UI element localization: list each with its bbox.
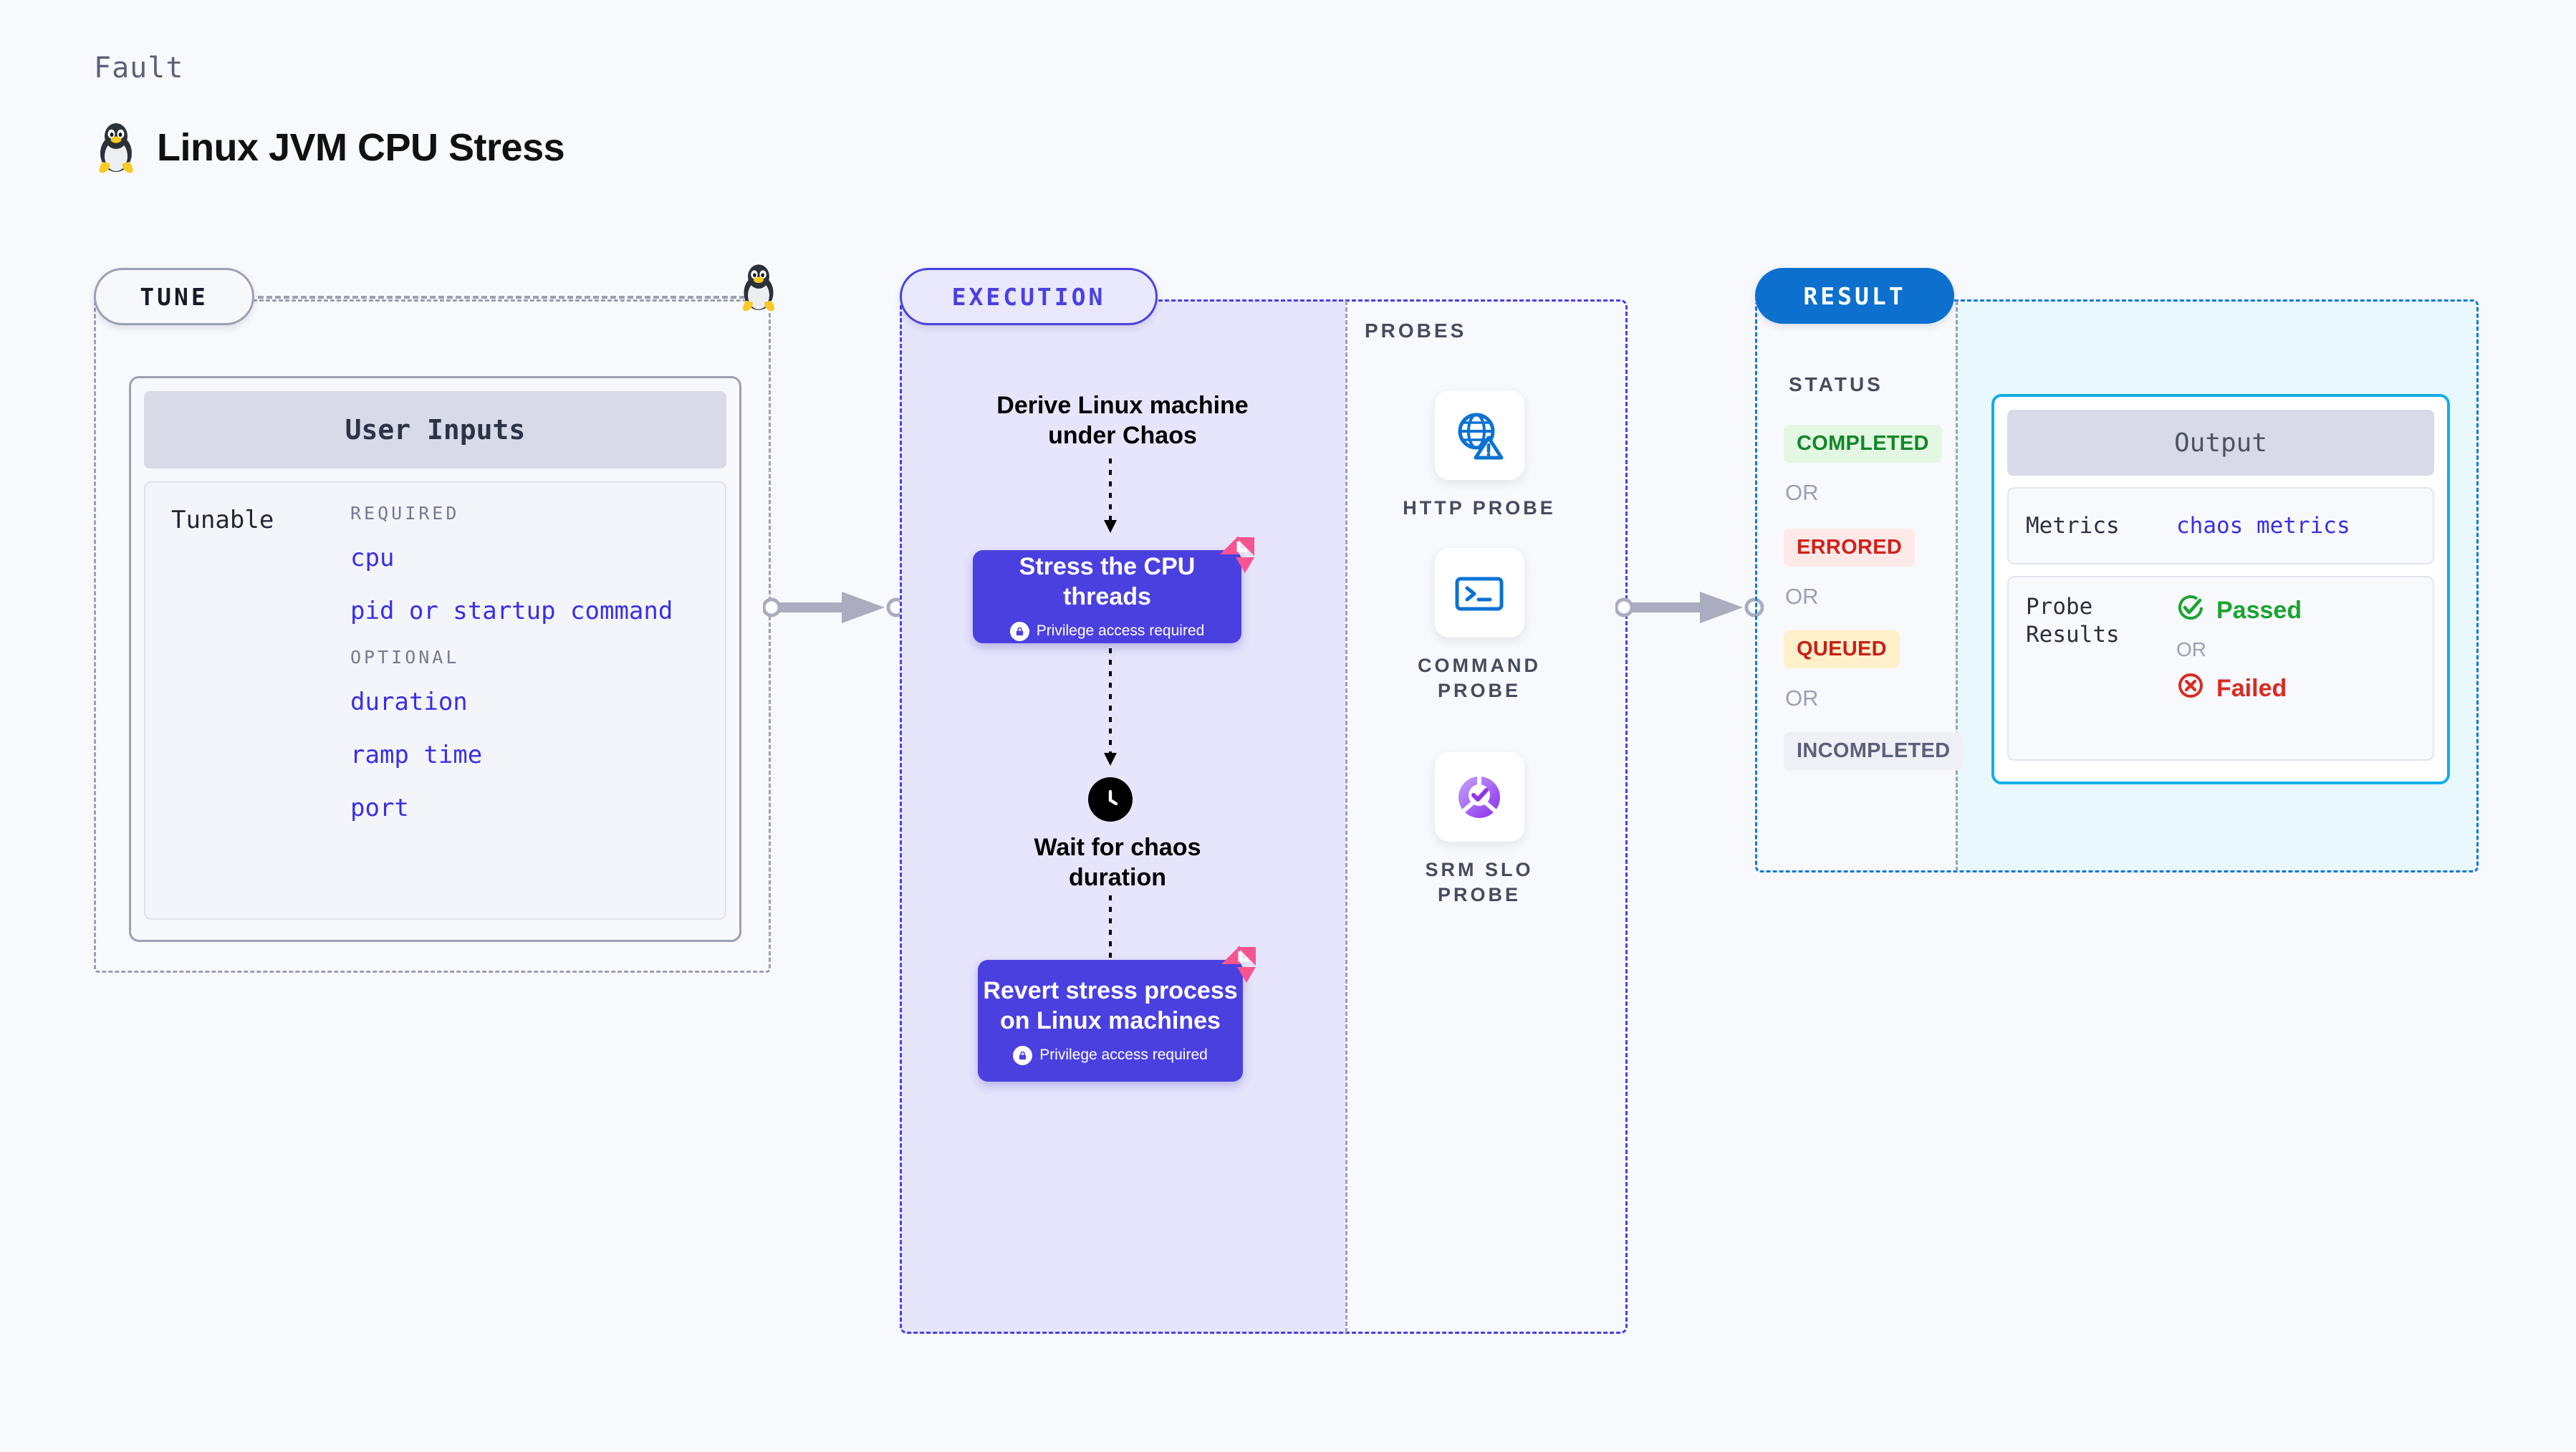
slo-gauge-check-icon [1434, 752, 1524, 842]
group-label-optional: OPTIONAL [350, 647, 460, 668]
status-badge-completed: COMPLETED [1784, 425, 1942, 463]
stage-pill-execution[interactable]: EXECUTION [900, 268, 1158, 325]
x-circle-icon [2176, 671, 2205, 706]
group-label-required: REQUIRED [350, 503, 460, 524]
fault-kind-label: Fault [94, 52, 184, 85]
probe-http-label: HTTP PROBE [1403, 497, 1556, 519]
output-probe-results-key: Probe Results [2026, 594, 2120, 648]
tunable-item-pid-or-startup-command[interactable]: pid or startup command [350, 597, 673, 625]
linux-tux-icon-marker [738, 261, 779, 317]
user-inputs-card: User Inputs Tunable REQUIRED cpu pid or … [129, 376, 741, 942]
tunable-section: Tunable REQUIRED cpu pid or startup comm… [144, 481, 726, 920]
connector-execution-to-result [1614, 586, 1766, 633]
connector-tune-to-execution [761, 586, 906, 633]
privilege-note-text: Privilege access required [1039, 1047, 1208, 1064]
tunable-item-ramp-time[interactable]: ramp time [350, 741, 483, 769]
execution-step-stress-cpu-label: Stress the CPU threads [1019, 553, 1196, 610]
execution-connector-2 [1096, 648, 1125, 774]
user-inputs-title: User Inputs [144, 391, 726, 468]
probes-title: PROBES [1365, 319, 1467, 342]
probe-result-passed-label: Passed [2216, 597, 2302, 624]
probes-divider [1345, 301, 1347, 1332]
output-card: Output Metrics chaos metrics Probe Resul… [1991, 394, 2450, 784]
tunable-label: Tunable [171, 506, 274, 534]
probe-result-passed: Passed [2176, 593, 2302, 628]
linux-tux-icon [94, 120, 138, 175]
probe-http[interactable]: HTTP PROBE [1400, 390, 1558, 521]
page-title: Linux JVM CPU Stress [157, 126, 565, 169]
tunable-item-duration[interactable]: duration [350, 688, 468, 716]
status-badge-incompleted: INCOMPLETED [1784, 732, 1964, 770]
probe-srm-slo[interactable]: SRM SLO PROBE [1400, 752, 1558, 908]
execution-step-revert-stress[interactable]: Revert stress process on Linux machines … [978, 946, 1256, 1082]
privilege-note: Privilege access required [1009, 621, 1205, 641]
tunable-item-port[interactable]: port [350, 794, 409, 822]
output-metrics-value[interactable]: chaos metrics [2176, 513, 2350, 539]
clock-icon [1088, 777, 1133, 822]
output-row-metrics: Metrics chaos metrics [2007, 487, 2434, 564]
execution-step-derive-machine: Derive Linux machine under Chaos [996, 392, 1249, 450]
probe-result-or: OR [2176, 638, 2206, 660]
status-or-3: OR [1785, 686, 1819, 711]
probe-command[interactable]: COMMAND PROBE [1400, 548, 1558, 703]
tune-leader-line [258, 296, 745, 299]
probe-result-failed-label: Failed [2216, 675, 2287, 702]
execution-step-stress-cpu[interactable]: Stress the CPU threads Privilege access … [973, 536, 1254, 643]
status-badge-queued: QUEUED [1784, 630, 1900, 668]
status-or-2: OR [1785, 584, 1819, 609]
globe-warning-icon [1434, 390, 1524, 480]
lock-icon [1009, 621, 1029, 641]
result-panel [1755, 299, 2479, 872]
status-or-1: OR [1785, 480, 1819, 505]
execution-step-wait-duration: Wait for chaos duration [1034, 834, 1201, 892]
output-title: Output [2007, 410, 2434, 476]
check-circle-icon [2176, 593, 2205, 628]
stage-pill-result[interactable]: RESULT [1755, 268, 1954, 324]
status-badge-errored: ERRORED [1784, 529, 1916, 567]
execution-connector-1 [1096, 458, 1125, 541]
probe-srm-slo-label: SRM SLO PROBE [1425, 859, 1534, 906]
litmus-logo-icon [1214, 532, 1260, 581]
lock-icon [1013, 1045, 1033, 1065]
tune-panel [94, 299, 771, 973]
probe-command-label: COMMAND PROBE [1418, 655, 1541, 702]
privilege-note-text: Privilege access required [1036, 622, 1205, 640]
status-title: STATUS [1789, 373, 1883, 395]
tunable-item-cpu[interactable]: cpu [350, 544, 395, 572]
probe-result-values: Passed OR Failed [2176, 593, 2302, 706]
execution-step-revert-stress-label: Revert stress process on Linux machines [983, 977, 1238, 1034]
privilege-note: Privilege access required [1013, 1045, 1208, 1065]
output-metrics-key: Metrics [2026, 512, 2120, 539]
execution-panel [900, 299, 1628, 1334]
terminal-icon [1434, 548, 1524, 638]
tunable-list: REQUIRED cpu pid or startup command OPTI… [350, 503, 711, 898]
result-divider [1956, 301, 1958, 871]
litmus-logo-icon [1216, 941, 1261, 991]
probe-result-failed: Failed [2176, 671, 2302, 706]
page-title-row: Linux JVM CPU Stress [94, 120, 565, 175]
output-row-probe-results: Probe Results Passed OR [2007, 576, 2434, 761]
stage-pill-tune[interactable]: TUNE [94, 268, 254, 325]
